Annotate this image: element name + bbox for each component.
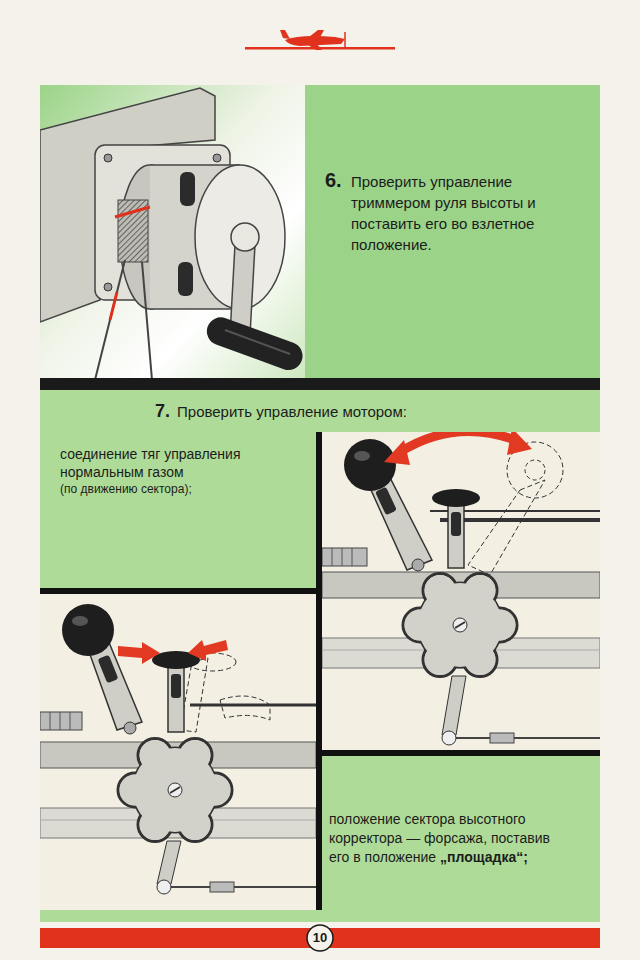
lever-plate: [375, 487, 397, 516]
sector-star: [118, 738, 232, 841]
knob-shine: [72, 616, 88, 626]
sector-star-fill: [405, 575, 516, 675]
fitting: [490, 733, 514, 743]
crank-grip: [203, 313, 305, 374]
note-text: соединение тяг управления нормальным газ…: [60, 445, 290, 481]
corrector-lever: [168, 660, 184, 732]
cable: [170, 886, 316, 888]
lever-plate: [171, 674, 181, 698]
thread: [70, 712, 71, 730]
pivot: [124, 722, 136, 734]
crank-hub: [231, 223, 259, 251]
cable: [142, 262, 152, 378]
emblem-propeller: [344, 32, 346, 48]
pivot: [412, 559, 424, 571]
corrector-knob: [432, 489, 480, 507]
screw: [104, 154, 112, 162]
illustration-ground: [40, 594, 316, 910]
cable-mark: [110, 292, 117, 320]
trim-wheel-illustration: [40, 88, 305, 378]
emblem-wing: [305, 43, 322, 50]
text-row: 7. Проверить управление мотором:: [155, 400, 590, 423]
lever-plate: [451, 512, 461, 536]
arrow-head: [507, 432, 532, 455]
pivot: [442, 731, 456, 745]
emblem-tail: [280, 30, 290, 39]
page-band: [40, 928, 600, 948]
fitting: [322, 548, 367, 566]
page-number: 10: [306, 929, 334, 947]
screw: [168, 783, 182, 797]
screw: [213, 154, 221, 162]
sector-star: [403, 573, 517, 676]
ghost-knob: [525, 460, 545, 480]
step-panel: 6.Проверить управление триммером руля вы…: [305, 85, 600, 378]
step-number: 7.: [155, 400, 170, 422]
step-text: Проверить управление триммером руля высо…: [351, 171, 565, 255]
throttle-illustration: [322, 432, 600, 745]
grip-shine: [225, 330, 290, 354]
thread: [332, 548, 333, 566]
frame-bar: [316, 750, 600, 756]
airplane-emblem: [245, 30, 395, 50]
sector-star-fill: [120, 740, 231, 840]
link-arm: [442, 676, 466, 735]
corrector-lever: [448, 498, 464, 568]
emblem-wing: [305, 30, 324, 41]
drum-plate: [178, 262, 193, 296]
note-box: соединение тяг управления нормальным газ…: [58, 443, 308, 504]
throttle-knob: [344, 439, 396, 491]
rod: [190, 704, 316, 707]
thread: [60, 712, 61, 730]
screw: [104, 283, 112, 291]
ghost-outline: [220, 696, 270, 720]
thread: [352, 548, 353, 566]
note-box: положение сектора высотного корректора —…: [327, 808, 562, 871]
corrector-illustration: [40, 604, 316, 894]
screw-slot: [170, 787, 180, 793]
screw: [453, 618, 467, 632]
motion-arrow: [188, 640, 228, 661]
note-emphasis: „площадка“;: [440, 849, 528, 865]
motion-arrow: [118, 642, 160, 664]
fitting: [40, 712, 82, 730]
text-row: 6.Проверить управление триммером руля вы…: [325, 169, 586, 255]
screw-slot: [455, 622, 465, 628]
arrow-head: [384, 440, 410, 465]
fitting: [210, 882, 234, 892]
knob-shine: [354, 451, 370, 461]
pivot: [157, 880, 171, 894]
throttle-knob: [62, 604, 114, 656]
note-text: (по движению сектора);: [60, 481, 306, 498]
motion-arrow: [400, 432, 515, 452]
thread: [342, 548, 343, 566]
step-number: 6.: [325, 169, 351, 191]
text-row: положение сектора высотного корректора —…: [329, 810, 560, 867]
frame-bar: [316, 588, 322, 910]
green-ground: [40, 390, 600, 922]
drum-edge: [150, 164, 240, 166]
drum-plate: [180, 172, 195, 206]
thread: [50, 712, 51, 730]
drum-edge: [150, 308, 240, 310]
lever-plate: [98, 655, 119, 684]
illustration-ground: [322, 432, 600, 750]
separator-bar: [40, 378, 600, 390]
cable-mark: [115, 207, 150, 217]
step-panel: 7. Проверить управление мотором: соединени…: [40, 390, 600, 920]
frame-bar: [40, 588, 322, 594]
step-text: Проверить управление мотором:: [177, 401, 407, 423]
link-arm: [157, 841, 181, 884]
page-number-ring: [307, 925, 333, 951]
text-row: соединение тяг управления нормальным газ…: [60, 445, 306, 498]
cable: [455, 737, 600, 739]
cable: [95, 260, 125, 378]
ghost-lever: [468, 480, 545, 575]
